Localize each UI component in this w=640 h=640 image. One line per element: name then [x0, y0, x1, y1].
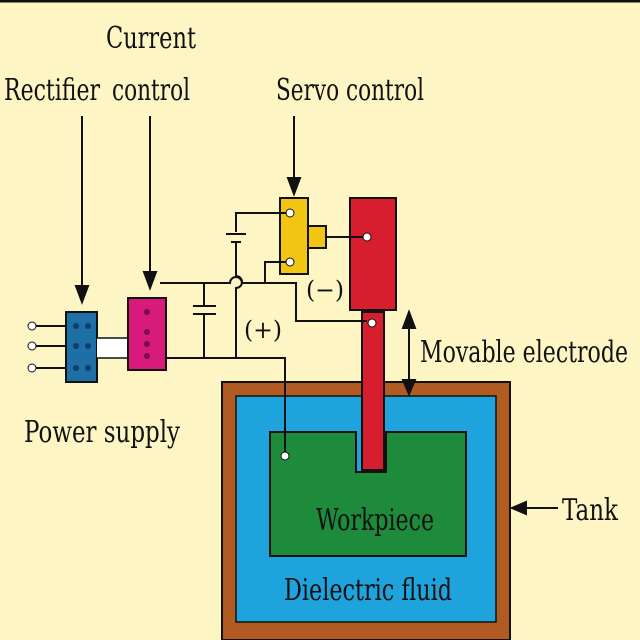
tank-arrow-head — [509, 500, 527, 516]
rectifier-link — [97, 338, 128, 358]
electrode-head — [349, 197, 397, 311]
electrode-stem — [361, 311, 385, 471]
current-control-label-line1: Current — [106, 21, 196, 56]
current-control-label-line2: control — [112, 73, 190, 108]
servo-control-label: Servo control — [276, 73, 424, 108]
dielectric-fluid-label: Dielectric fluid — [284, 573, 452, 608]
servo-arrow-head — [286, 177, 302, 197]
servo-terminal-2 — [285, 257, 295, 267]
workpiece-terminal — [280, 451, 290, 461]
electrode-arrow-up — [401, 309, 417, 329]
workpiece-label: Workpiece — [316, 503, 434, 538]
label-arrows — [74, 116, 558, 516]
input-terminal-2 — [27, 341, 37, 351]
rectifier-contacts — [73, 323, 91, 371]
rectifier-arrow-head — [74, 285, 90, 305]
plus-label: (+) — [244, 316, 282, 344]
power-supply-label: Power supply — [24, 415, 180, 450]
servo-output — [307, 225, 327, 249]
tank-label: Tank — [562, 493, 619, 528]
rectifier-label: Rectifier — [4, 73, 100, 108]
electrode-arrow-down — [401, 379, 417, 397]
workpiece — [269, 431, 467, 557]
current-control-contacts — [144, 309, 150, 359]
input-terminal-3 — [27, 363, 37, 373]
electrode-terminal-bottom — [367, 318, 377, 328]
minus-label: (−) — [306, 276, 344, 304]
electrode-terminal-top — [362, 232, 372, 242]
rectifier-unit — [65, 311, 98, 383]
input-terminal-1 — [27, 321, 37, 331]
movable-electrode-label: Movable electrode — [420, 335, 628, 370]
current-control-arrow-head — [142, 271, 158, 291]
servo-terminal-1 — [285, 208, 295, 218]
